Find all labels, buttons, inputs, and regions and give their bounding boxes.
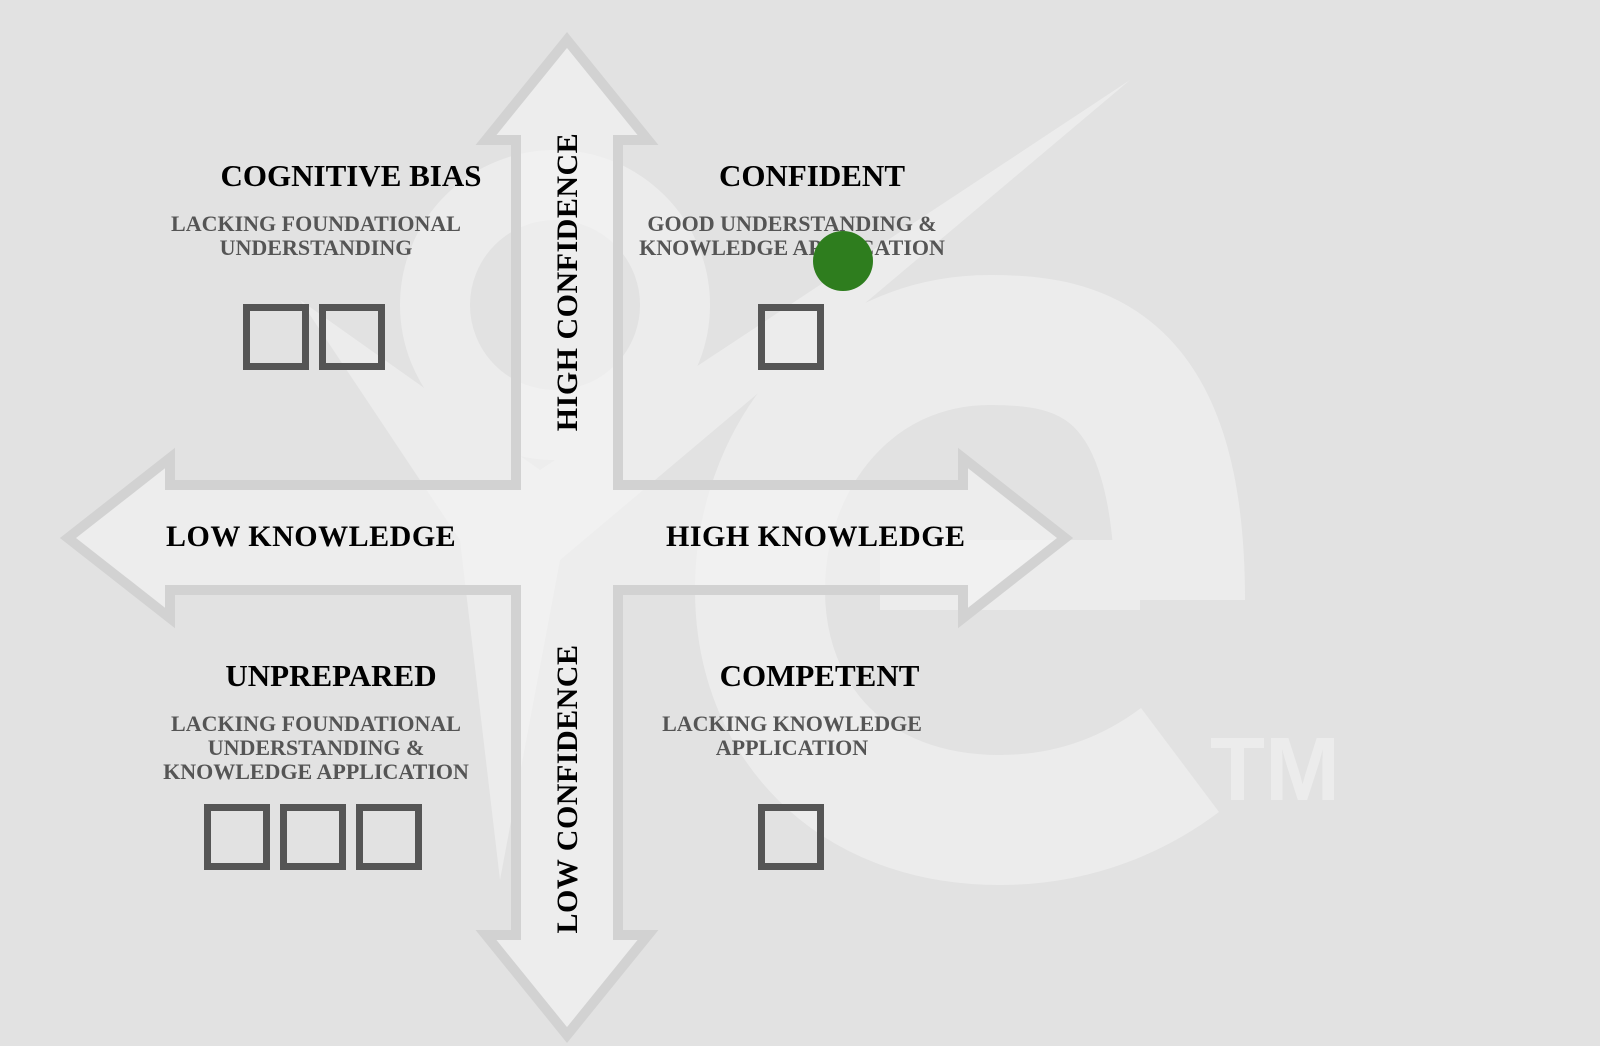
checkbox-group-confident [758,304,824,370]
quadrant-title-unprepared: UNPREPARED [225,658,437,693]
axis-label-low-knowledge: LOW KNOWLEDGE [166,520,457,553]
quadrant-subtitle-cognitive-bias: LACKING FOUNDATIONAL UNDERSTANDING [171,211,461,260]
quadrant-title-confident: CONFIDENT [718,158,905,193]
quadrant-subtitle-confident: GOOD UNDERSTANDING & KNOWLEDGE APPLICATI… [639,211,945,260]
checkbox[interactable] [758,304,824,370]
checkbox[interactable] [280,804,346,870]
checkbox[interactable] [204,804,270,870]
checkbox[interactable] [319,304,385,370]
quadrant-subtitle-competent: LACKING KNOWLEDGE APPLICATION [662,711,922,760]
checkbox-group-unprepared [204,804,422,870]
green-dot-icon[interactable] [813,231,873,291]
quadrant-title-cognitive-bias: COGNITIVE BIAS [220,158,482,193]
trademark-mark: TM [1210,720,1340,820]
checkbox[interactable] [758,804,824,870]
checkbox[interactable] [243,304,309,370]
checkbox[interactable] [356,804,422,870]
axis-label-low-confidence: LOW CONFIDENCE [551,644,584,934]
axis-label-high-confidence: HIGH CONFIDENCE [551,132,584,432]
checkbox-group-competent [758,804,824,870]
checkbox-group-cognitive-bias [243,304,385,370]
axis-label-high-knowledge: HIGH KNOWLEDGE [666,520,966,553]
quadrant-title-competent: COMPETENT [719,658,920,693]
quadrant-subtitle-unprepared: LACKING FOUNDATIONAL UNDERSTANDING & KNO… [163,711,469,784]
